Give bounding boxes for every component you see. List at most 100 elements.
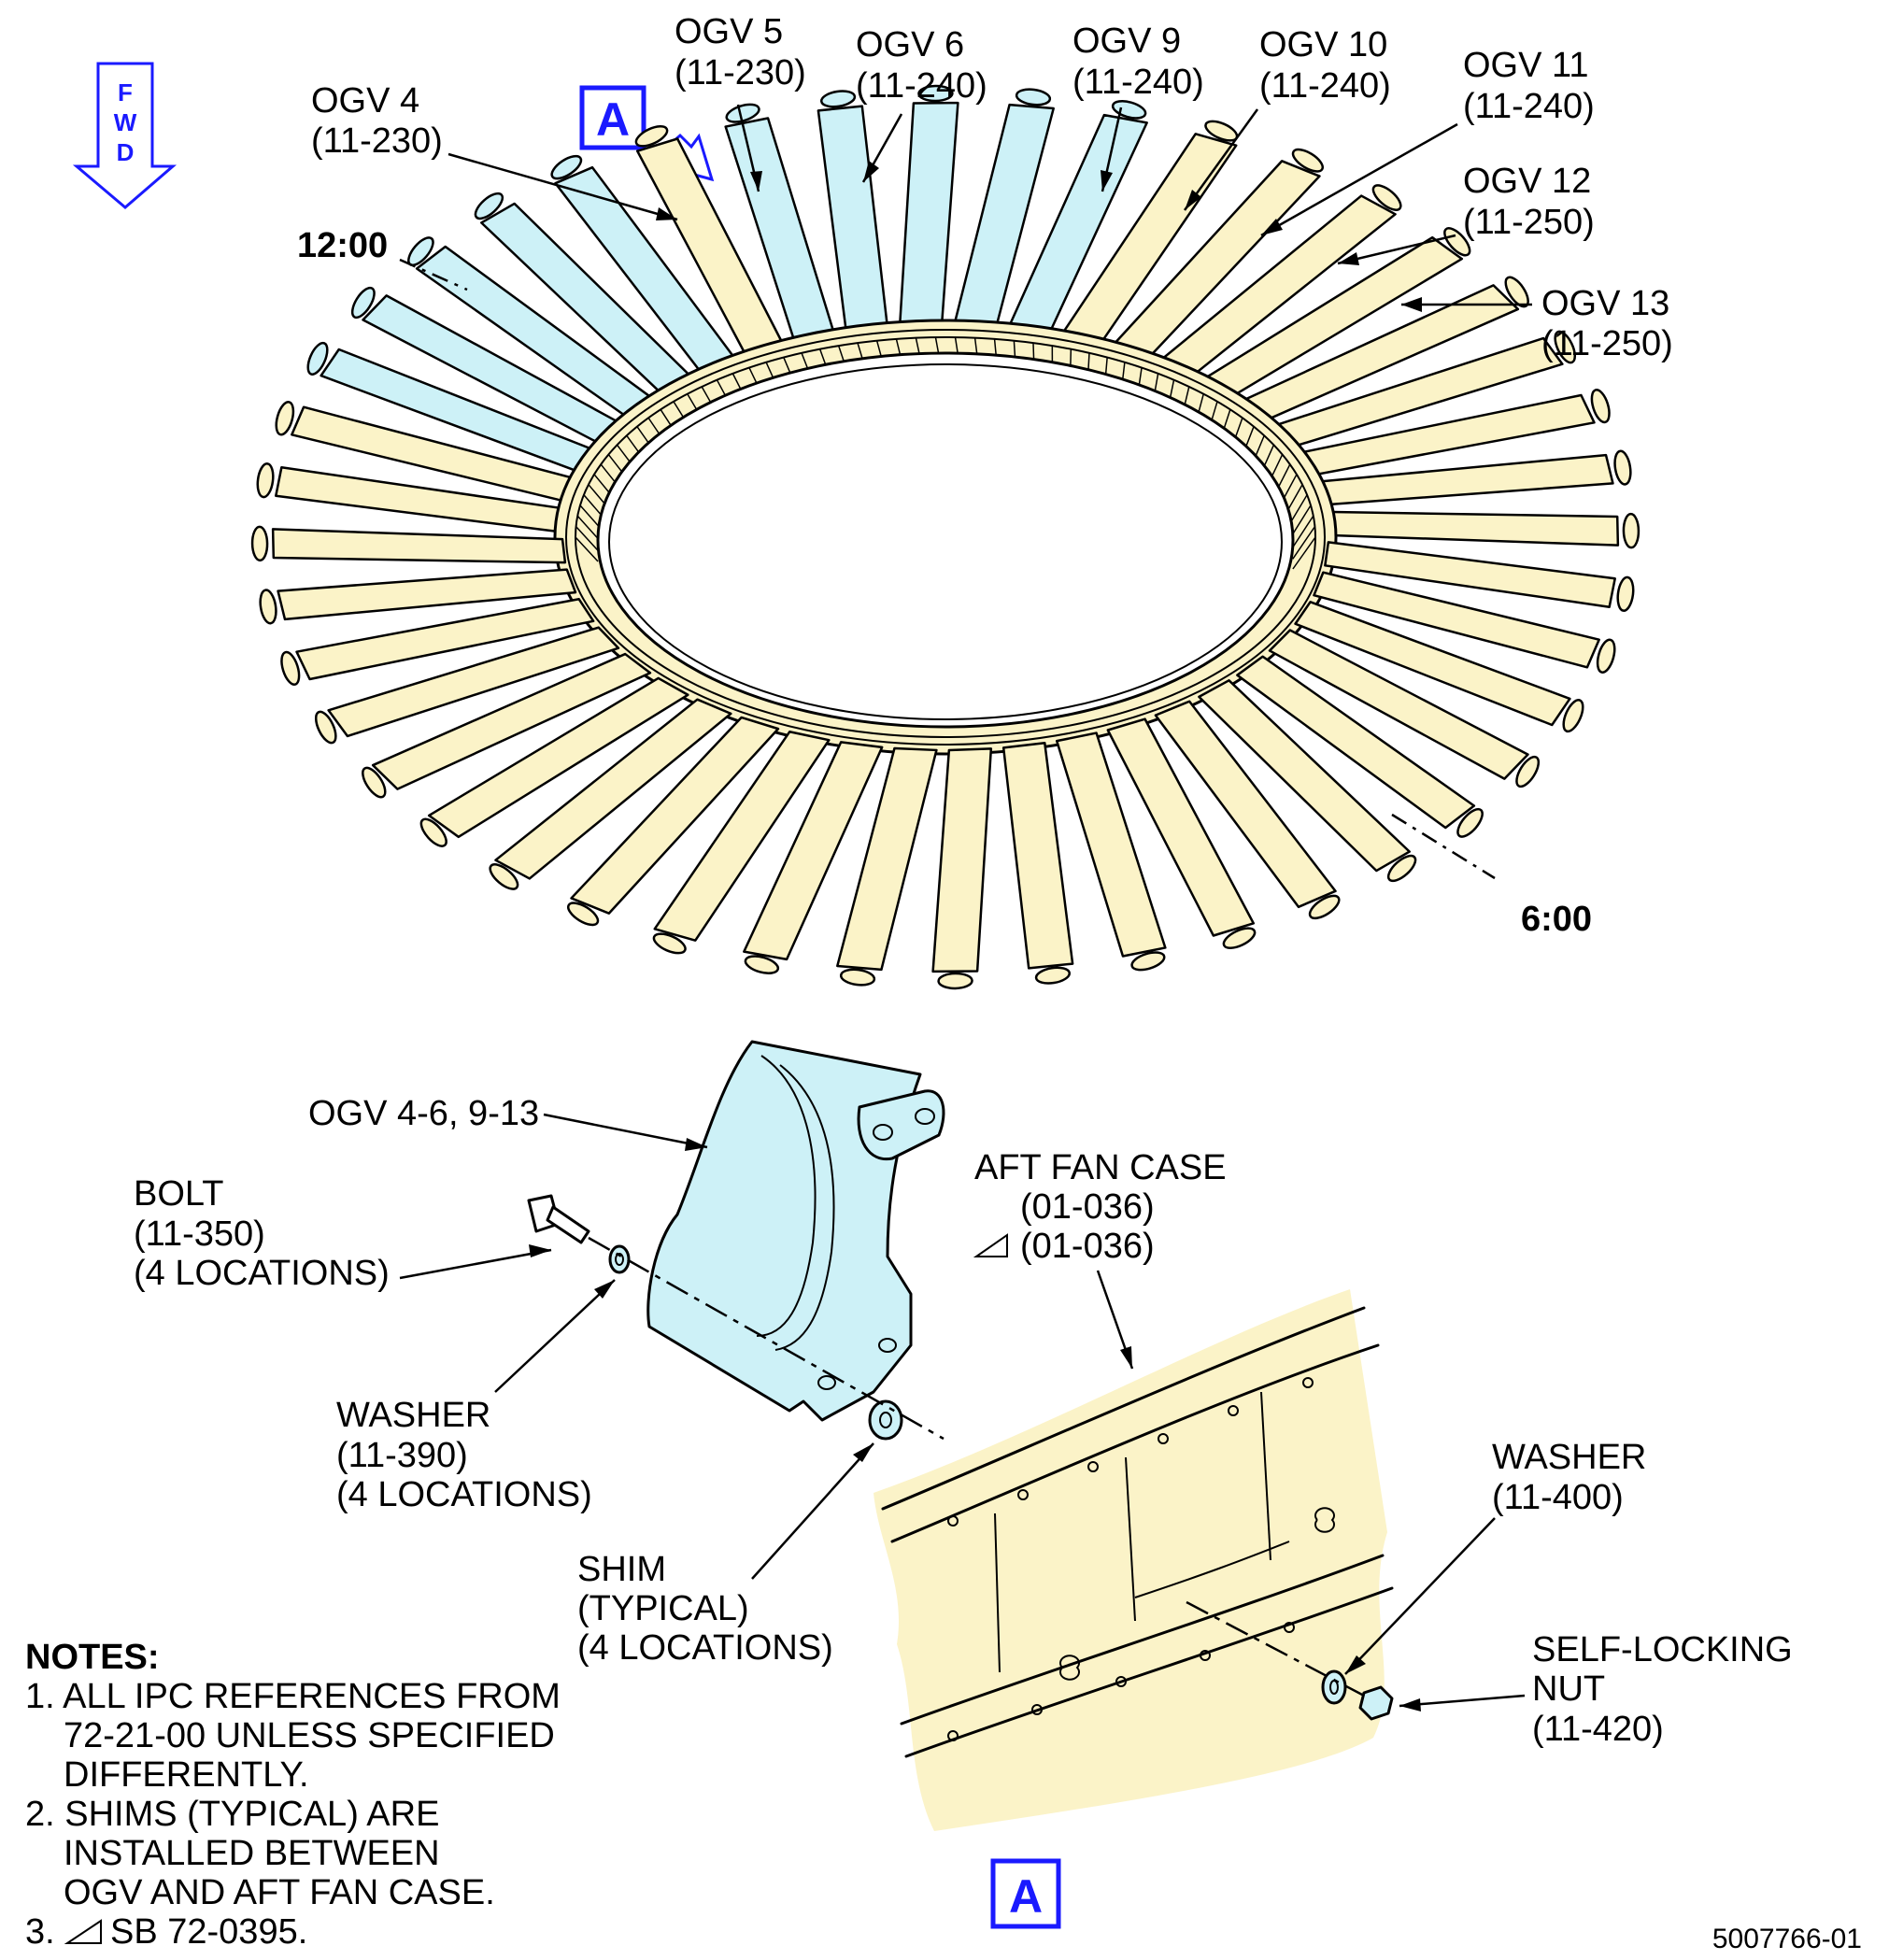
ogv-vane [1324,510,1620,547]
ogv-9-ref: (11-240) [1072,63,1204,102]
vane-flange [917,84,954,103]
vane-flange [1622,512,1640,549]
vane-flange [1386,854,1417,883]
vane-flange [744,955,780,974]
washer-left-ref: (11-390) [336,1436,468,1475]
ogv-vane [1198,679,1411,873]
vane-flange [306,341,329,376]
ogv-vane [1106,717,1256,937]
note-2-line-1: 2. SHIMS (TYPICAL) ARE [25,1795,439,1834]
view-a-letter-top: A [596,93,630,146]
ogv-vane [898,101,959,327]
vanes-back [256,84,1640,549]
vane-flange [1515,755,1541,788]
ogv-ring-assembly [250,84,1640,990]
ogv-vane [1055,731,1167,958]
ogv-vane [836,746,938,972]
notes-title: NOTES: [25,1638,160,1677]
vane-flange [1443,227,1471,257]
notes-block: NOTES: 1. ALL IPC REFERENCES FROM 72-21-… [25,1638,561,1952]
detail-callouts: OGV 4-6, 9-13 BOLT (11-350) (4 LOCATIONS… [134,1094,1793,1749]
note-1-line-1: 1. ALL IPC REFERENCES FROM [25,1677,561,1716]
bolt-icon [527,1194,590,1244]
ogv-13-ref: (11-250) [1541,324,1673,363]
ogv-10-name: OGV 10 [1259,25,1387,64]
shim-label: SHIM [577,1550,666,1589]
aft-fan-case-ref-sb: (01-036) [1020,1227,1155,1266]
ogv-vane [1268,629,1529,780]
vane-flange [820,90,857,108]
bolt-label: BOLT [134,1174,223,1214]
fwd-label-f: F [118,78,133,107]
ogv-vane [327,626,620,738]
ogv-vane [817,105,889,334]
ogv-12-name: OGV 12 [1463,162,1591,201]
ogv-6-name: OGV 6 [856,25,964,64]
ogv-vane [277,568,577,621]
vane-flange [280,650,301,686]
ogv-11-ref: (11-240) [1463,87,1595,126]
ogv-vane [931,747,993,973]
vane-flange [1596,638,1616,674]
ogv-vane [570,716,780,915]
aft-fan-case-label: AFT FAN CASE [974,1148,1227,1187]
ogv-vane-detail [646,1040,922,1422]
vane-flange [1130,951,1166,972]
ogv-5-name: OGV 5 [675,12,783,51]
note-2-line-3: OGV AND AFT FAN CASE. [64,1873,495,1912]
ogv-vane [1324,541,1616,608]
vane-flange [725,103,760,123]
ogv-vane [1294,601,1571,727]
note-3-text: SB 72-0395. [110,1912,307,1952]
ogv-vane [295,598,595,681]
ogv-vane [743,741,884,961]
vane-flange [275,401,295,436]
note-3-number: 3. [25,1912,55,1952]
vane-flange [1111,100,1147,120]
vane-flange [489,863,519,890]
clock-label-6: 6:00 [1521,900,1592,939]
nut-label: SELF-LOCKING [1532,1630,1793,1669]
washer-right-icon [1321,1669,1347,1705]
inner-vane-line [1290,515,1314,550]
inner-vane-line [1292,526,1316,560]
nut-icon [1358,1685,1394,1721]
nut-ref: (11-420) [1532,1710,1664,1749]
vane-flange [1613,449,1632,486]
vane-flange [1590,389,1611,424]
ogv-5-ref: (11-230) [675,53,806,92]
shim-qty: (4 LOCATIONS) [577,1628,833,1668]
ogv-vane [1236,655,1476,830]
note-1-line-3: DIFFERENTLY. [64,1755,309,1795]
vane-flange [419,817,447,847]
vane-flange [1015,88,1052,107]
ogv-vane [427,676,689,839]
inner-vane-line [1292,536,1316,570]
detail-a [527,1040,1394,1831]
vane-flange [634,124,669,148]
forward-arrow: F W D [72,62,178,209]
shim-ref: (TYPICAL) [577,1589,749,1628]
washer-left-label: WASHER [336,1396,490,1435]
inner-vane-line [575,536,599,562]
ogv-12-ref: (11-250) [1463,203,1595,242]
clock-label-12: 12:00 [297,226,388,265]
vane-flange [839,968,876,987]
ogv-vane [271,528,567,564]
nut-label-2: NUT [1532,1669,1605,1709]
shim-icon [868,1399,903,1441]
fwd-label-d: D [117,138,135,166]
vane-flange [1554,330,1577,364]
vane-flange [474,192,504,220]
vane-flange [314,710,337,745]
note-2-line-2: INSTALLED BETWEEN [64,1834,440,1873]
vane-flange [652,932,687,955]
ogv-vane [1154,700,1337,909]
vane-flange [1504,276,1529,308]
view-a-marker-bottom: A [990,1858,1061,1929]
vane-flange [1308,894,1341,920]
ogv-vane [653,731,831,942]
washer-left-icon [608,1244,631,1274]
bolt-qty: (4 LOCATIONS) [134,1254,390,1293]
